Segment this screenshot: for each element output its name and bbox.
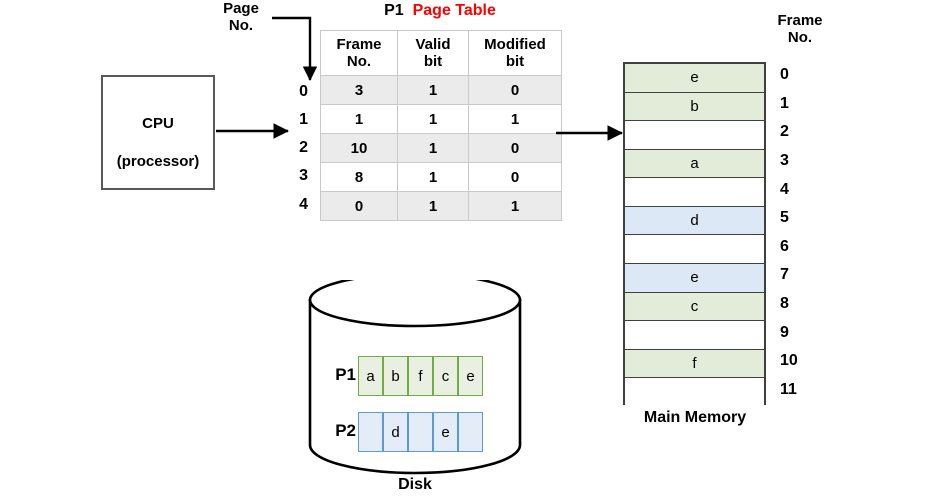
page-table-title-text: Page Table bbox=[412, 2, 496, 19]
page-index-0: 0 bbox=[299, 83, 308, 100]
cell-valid-bit: 1 bbox=[397, 162, 469, 192]
table-row: 0 1 1 bbox=[320, 191, 562, 221]
page-index-2: 2 bbox=[299, 139, 308, 156]
cell-frame-no: 3 bbox=[320, 75, 398, 105]
disk-process-p1-tag: P1 bbox=[335, 365, 356, 384]
disk-p1-cell-0: a bbox=[358, 356, 383, 396]
memory-frame-8: c bbox=[625, 292, 764, 322]
frame-index-5: 5 bbox=[780, 209, 789, 226]
cpu-label-line2: (processor) bbox=[116, 152, 200, 170]
memory-frame-10: f bbox=[625, 349, 764, 379]
disk-p2-cell-3: e bbox=[433, 412, 458, 452]
memory-frame-2 bbox=[625, 121, 764, 150]
frame-index-7: 7 bbox=[780, 266, 789, 283]
disk-process-p1-strip: a b f c e bbox=[358, 356, 483, 396]
memory-frame-0: e bbox=[625, 64, 764, 93]
page-table: Frame No. Valid bit Modified bit 3 1 0 1… bbox=[320, 30, 562, 221]
cell-frame-no: 0 bbox=[320, 191, 398, 221]
cell-valid-bit: 1 bbox=[397, 75, 469, 105]
page-no-label: Page No. bbox=[223, 0, 259, 34]
frame-index-8: 8 bbox=[780, 295, 789, 312]
memory-frame-11 bbox=[625, 378, 764, 407]
frame-index-1: 1 bbox=[780, 95, 789, 112]
frame-index-4: 4 bbox=[780, 181, 789, 198]
disk-process-p2-strip: d e bbox=[358, 412, 483, 452]
main-memory-box: e b a d e c f bbox=[623, 62, 766, 407]
column-header-modified-bit: Modified bit bbox=[468, 30, 562, 76]
frame-index-3: 3 bbox=[780, 152, 789, 169]
cpu-box: CPU (processor) bbox=[101, 75, 215, 190]
cpu-label-line1: CPU bbox=[142, 114, 174, 132]
memory-frame-3: a bbox=[625, 149, 764, 179]
cell-modified-bit: 0 bbox=[468, 133, 562, 163]
memory-frame-6 bbox=[625, 235, 764, 265]
cell-valid-bit: 1 bbox=[397, 104, 469, 134]
disk-top-ellipse bbox=[308, 280, 522, 328]
cell-modified-bit: 0 bbox=[468, 162, 562, 192]
cell-valid-bit: 1 bbox=[397, 133, 469, 163]
cpu-label: CPU (processor) bbox=[117, 95, 200, 171]
memory-frame-4 bbox=[625, 178, 764, 207]
page-index-4: 4 bbox=[299, 196, 308, 213]
cell-frame-no: 8 bbox=[320, 162, 398, 192]
table-row: 1 1 1 bbox=[320, 104, 562, 134]
cell-modified-bit: 1 bbox=[468, 104, 562, 134]
page-index-3: 3 bbox=[299, 167, 308, 184]
column-header-valid-bit: Valid bit bbox=[397, 30, 469, 76]
page-table-title: P1 Page Table bbox=[320, 2, 560, 20]
main-memory-label: Main Memory bbox=[643, 409, 747, 426]
page-table-title-process: P1 bbox=[384, 2, 404, 19]
disk-p1-cell-4: e bbox=[458, 356, 483, 396]
memory-frame-9 bbox=[625, 321, 764, 350]
frame-index-10: 10 bbox=[780, 352, 798, 369]
frame-index-6: 6 bbox=[780, 238, 789, 255]
disk-p2-cell-2 bbox=[408, 412, 433, 452]
disk-p2-cell-1: d bbox=[383, 412, 408, 452]
memory-frame-5: d bbox=[625, 206, 764, 236]
disk-p1-cell-2: f bbox=[408, 356, 433, 396]
disk-label: Disk bbox=[398, 476, 432, 493]
frame-index-2: 2 bbox=[780, 123, 789, 140]
table-row: 3 1 0 bbox=[320, 75, 562, 105]
table-row: 8 1 0 bbox=[320, 162, 562, 192]
disk-p2-cell-4 bbox=[458, 412, 483, 452]
frame-index-9: 9 bbox=[780, 324, 789, 341]
cell-frame-no: 10 bbox=[320, 133, 398, 163]
cell-modified-bit: 0 bbox=[468, 75, 562, 105]
memory-frame-7: e bbox=[625, 264, 764, 293]
disk-process-p2-tag: P2 bbox=[335, 421, 356, 440]
cell-modified-bit: 1 bbox=[468, 191, 562, 221]
disk-p1-cell-3: c bbox=[433, 356, 458, 396]
disk-p1-cell-1: b bbox=[383, 356, 408, 396]
page-index-1: 1 bbox=[299, 111, 308, 128]
frame-index-0: 0 bbox=[780, 66, 789, 83]
page-table-header-row: Frame No. Valid bit Modified bit bbox=[320, 30, 562, 76]
table-row: 10 1 0 bbox=[320, 133, 562, 163]
page-no-hook-arrow bbox=[272, 16, 318, 81]
cell-valid-bit: 1 bbox=[397, 191, 469, 221]
cell-frame-no: 1 bbox=[320, 104, 398, 134]
disk-p2-cell-0 bbox=[358, 412, 383, 452]
frame-index-11: 11 bbox=[780, 381, 797, 398]
memory-frame-1: b bbox=[625, 92, 764, 122]
frame-no-label: Frame No. bbox=[777, 12, 823, 46]
column-header-frame-no: Frame No. bbox=[320, 30, 398, 76]
